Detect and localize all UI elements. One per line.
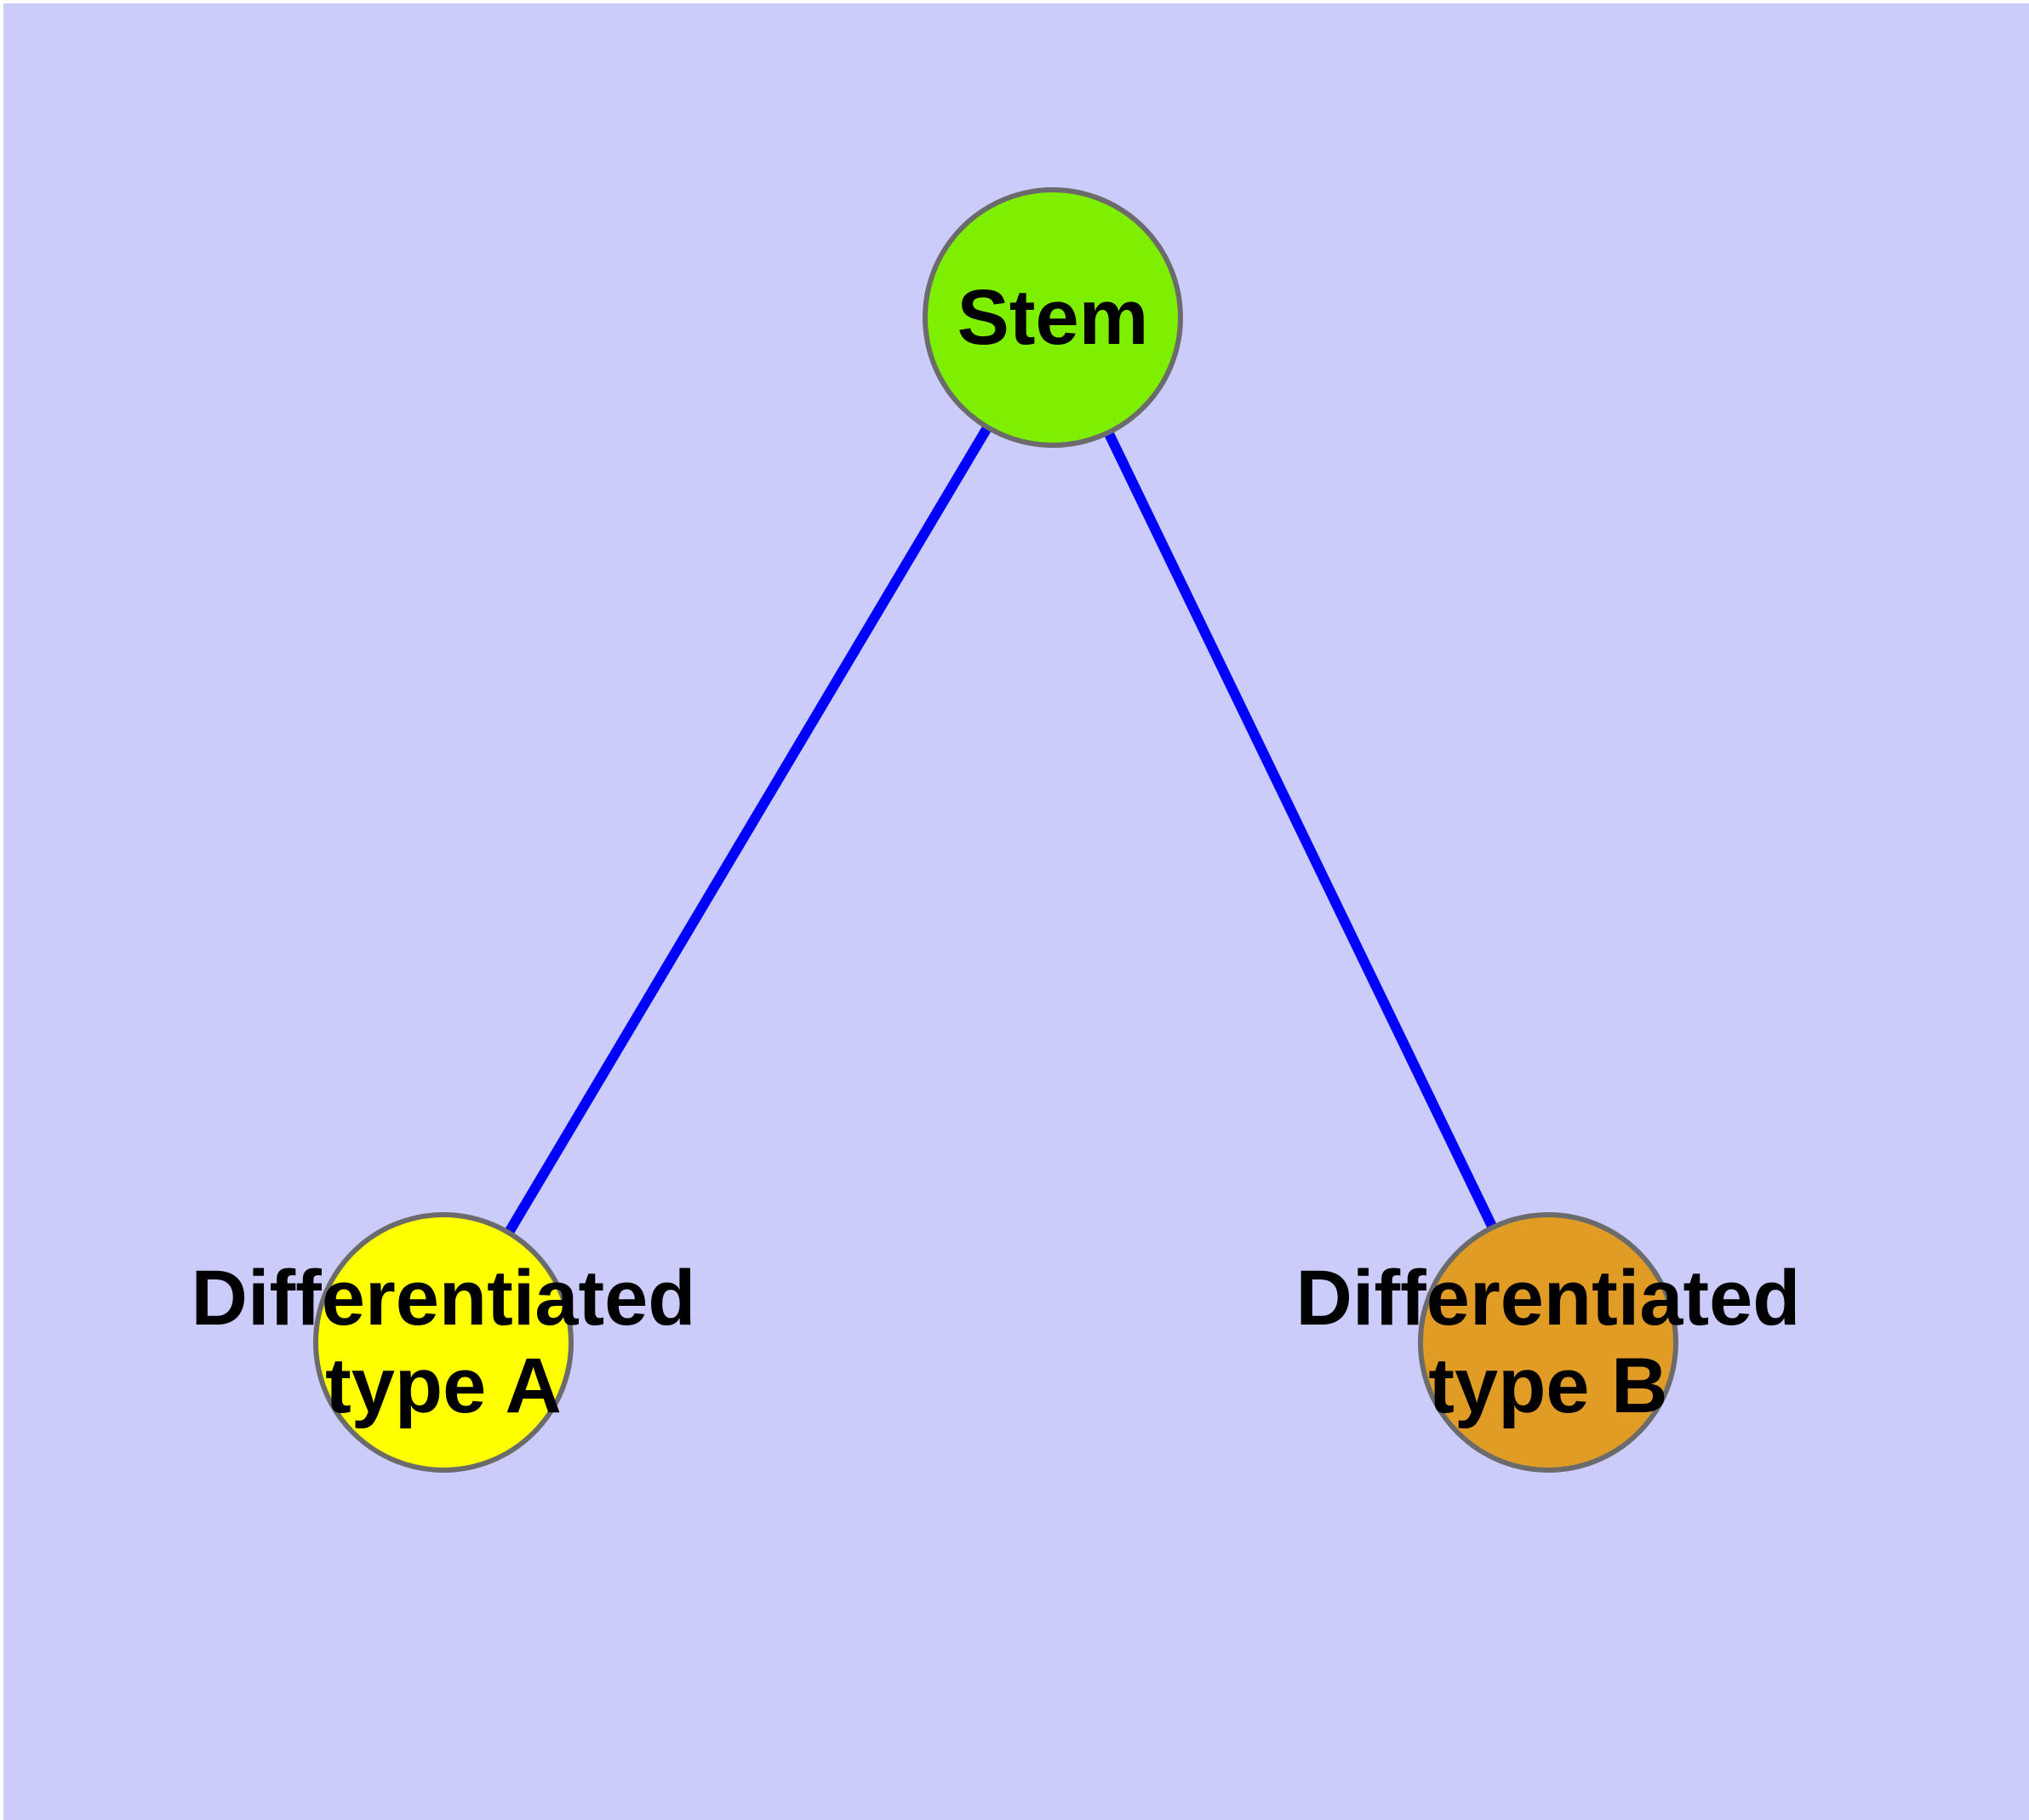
edge-layer	[438, 314, 1553, 1346]
graph-node-diff_a[interactable]	[313, 1212, 574, 1473]
graph-edge-stem-diff_a	[438, 314, 1058, 1346]
node-layer	[313, 187, 1678, 1473]
graph-edge-stem-diff_b	[1048, 315, 1553, 1345]
graph-node-diff_b[interactable]	[1418, 1212, 1678, 1473]
graph-node-stem[interactable]	[923, 187, 1183, 448]
